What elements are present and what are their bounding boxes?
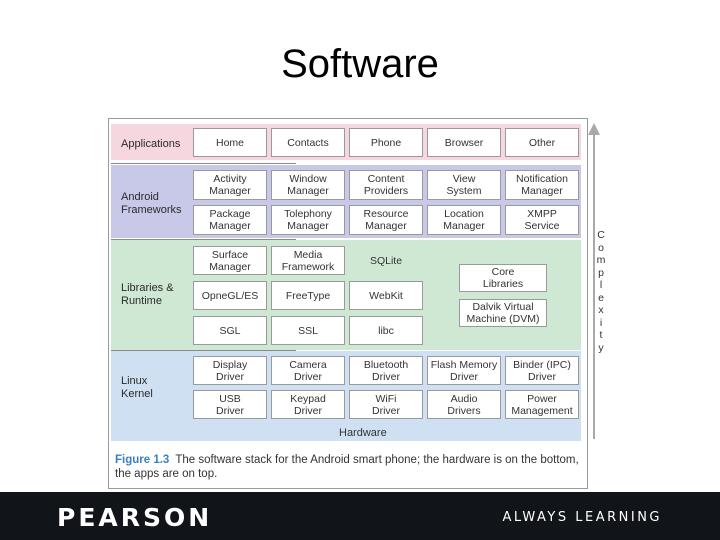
complexity-label: C o m p l e x i t y [595, 229, 607, 354]
complexity-arrow-line [593, 135, 595, 439]
separator-line [111, 163, 296, 164]
complexity-letter: e [598, 291, 604, 304]
component-box: WebKit [349, 281, 423, 310]
layer-label-libraries: Libraries & Runtime [121, 282, 174, 307]
component-box: Phone [349, 128, 423, 157]
complexity-letter: l [599, 279, 603, 291]
separator-line [111, 239, 296, 240]
component-box: Bluetooth Driver [349, 356, 423, 385]
component-box: Keypad Driver [271, 390, 345, 419]
complexity-arrow-head [588, 123, 600, 135]
layer-label-frameworks: Android Frameworks [121, 191, 182, 216]
android-stack-figure: Applications Android Frameworks Librarie… [108, 118, 605, 489]
component-box: SSL [271, 316, 345, 345]
applications-band [111, 124, 581, 160]
component-box: Activity Manager [193, 170, 267, 200]
core-libraries-box: Core Libraries [459, 264, 547, 292]
component-box: Media Framework [271, 246, 345, 275]
component-box: XMPP Service [505, 205, 579, 235]
component-box: Content Providers [349, 170, 423, 200]
figure-number: Figure 1.3 [115, 454, 170, 466]
complexity-letter: t [599, 329, 603, 341]
component-box: Contacts [271, 128, 345, 157]
component-box: SQLite [369, 254, 403, 267]
complexity-letter: x [598, 304, 604, 316]
frameworks-band [111, 165, 581, 238]
slide-title: Software [281, 42, 439, 86]
complexity-letter: C [597, 229, 605, 241]
component-box: Display Driver [193, 356, 267, 385]
component-box: Other [505, 128, 579, 157]
component-box: Home [193, 128, 267, 157]
layer-label-applications: Applications [121, 138, 181, 150]
component-box: Notification Manager [505, 170, 579, 200]
component-box: Location Manager [427, 205, 501, 235]
component-box: Flash Memory Driver [427, 356, 501, 385]
footer-tagline: ALWAYS LEARNING [502, 510, 662, 525]
component-box: Window Manager [271, 170, 345, 200]
component-box: FreeType [271, 281, 345, 310]
component-box: WiFi Driver [349, 390, 423, 419]
complexity-letter: o [598, 241, 604, 254]
separator-line [111, 350, 296, 351]
component-box: Surface Manager [193, 246, 267, 275]
complexity-letter: i [599, 316, 603, 329]
component-box: Browser [427, 128, 501, 157]
dalvik-vm-box: Dalvik Virtual Machine (DVM) [459, 299, 547, 327]
complexity-letter: p [598, 266, 604, 279]
component-box: Camera Driver [271, 356, 345, 385]
component-box: libc [349, 316, 423, 345]
component-box: Binder (IPC) Driver [505, 356, 579, 385]
component-box: Tolephony Manager [271, 205, 345, 235]
component-box: OpneGL/ES [193, 281, 267, 310]
caption-text: The software stack for the Android smart… [115, 454, 579, 480]
hardware-label: Hardware [339, 427, 387, 439]
component-box: Package Manager [193, 205, 267, 235]
component-box: SGL [193, 316, 267, 345]
footer-bar [0, 492, 720, 540]
component-box: View System [427, 170, 501, 200]
complexity-letter: y [598, 341, 604, 354]
component-box: Power Management [505, 390, 579, 419]
complexity-letter: m [596, 254, 606, 266]
pearson-logo: PEARSON [57, 503, 213, 532]
libraries-band [111, 240, 581, 350]
component-box: USB Driver [193, 390, 267, 419]
component-box: Audio Drivers [427, 390, 501, 419]
kernel-band [111, 351, 581, 441]
layer-label-kernel: Linux Kernel [121, 375, 153, 400]
component-box: Resource Manager [349, 205, 423, 235]
